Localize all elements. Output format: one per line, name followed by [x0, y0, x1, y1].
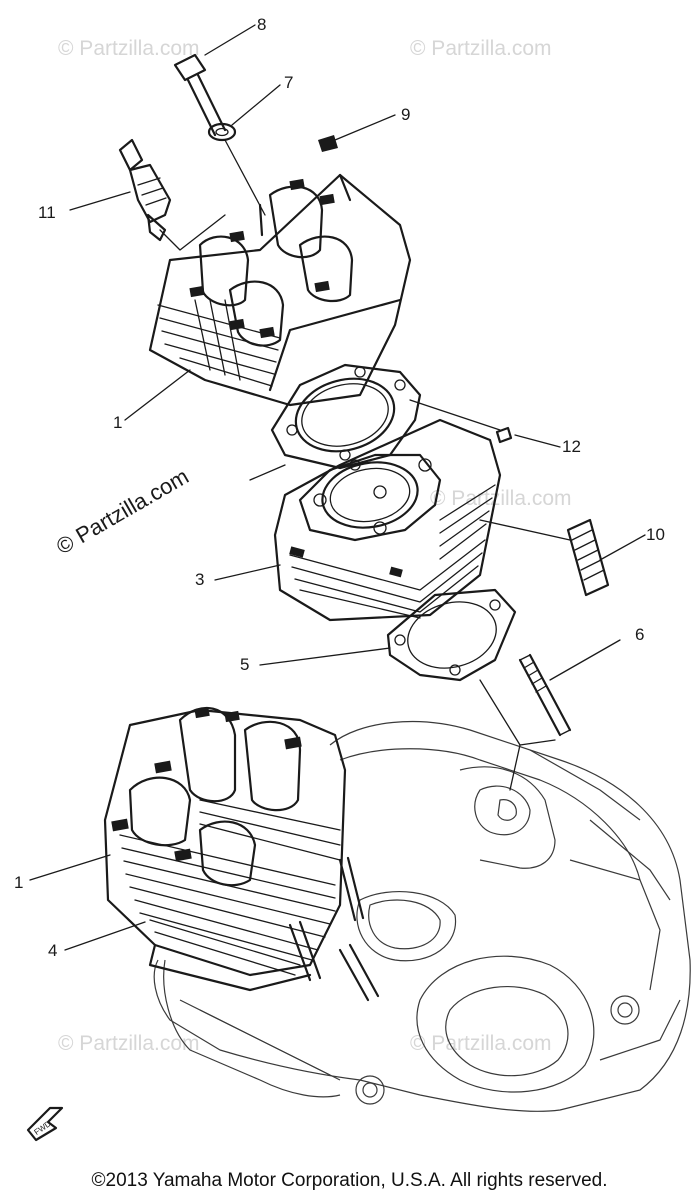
leader-lines — [29, 24, 646, 951]
head-bolt — [173, 53, 227, 137]
callout-6: 6 — [635, 625, 644, 644]
spark-plug — [118, 138, 172, 242]
callout-12: 12 — [562, 437, 581, 456]
watermark-main: © Partzilla.com — [52, 464, 193, 560]
callout-9: 9 — [401, 105, 410, 124]
callout-8: 8 — [257, 15, 266, 34]
cylinder-barrel — [273, 418, 502, 622]
dowel-pin — [566, 518, 610, 597]
callout-4: 4 — [48, 941, 57, 960]
callout-1-upper: 1 — [113, 413, 122, 432]
crankcase-outline — [153, 720, 691, 1112]
head-gasket — [270, 363, 422, 470]
callout-10: 10 — [646, 525, 665, 544]
watermark-top-right: © Partzilla.com — [410, 37, 552, 60]
plug-cap-9 — [318, 135, 338, 152]
watermark-group: © Partzilla.com © Partzilla.com © Partzi… — [52, 37, 572, 1055]
callout-labels: 8 7 9 11 1 12 10 3 5 6 1 4 — [14, 15, 665, 960]
callout-1-lower: 1 — [14, 873, 23, 892]
callout-11: 11 — [38, 203, 56, 222]
watermark-bottom-left: © Partzilla.com — [58, 1032, 200, 1055]
watermark-top-left: © Partzilla.com — [58, 37, 200, 60]
stud-bolt — [518, 653, 572, 737]
upper-head-fins — [157, 299, 281, 387]
watermark-bottom-right: © Partzilla.com — [410, 1032, 552, 1055]
callout-7: 7 — [284, 73, 293, 92]
upper-cylinder-head — [148, 173, 412, 407]
copyright-notice: ©2013 Yamaha Motor Corporation, U.S.A. A… — [91, 1170, 608, 1191]
cylinder-fins — [289, 484, 496, 619]
washer — [207, 122, 237, 142]
callout-5: 5 — [240, 655, 249, 674]
lower-cylinder-head-assembly — [103, 706, 380, 1002]
base-gasket — [386, 588, 517, 682]
plug-12 — [495, 426, 513, 444]
guide-lines — [159, 139, 571, 791]
callout-3: 3 — [195, 570, 204, 589]
watermark-mid-right: © Partzilla.com — [430, 487, 572, 510]
forward-arrow: FWD — [26, 1106, 64, 1142]
lower-head-fins — [119, 799, 341, 961]
